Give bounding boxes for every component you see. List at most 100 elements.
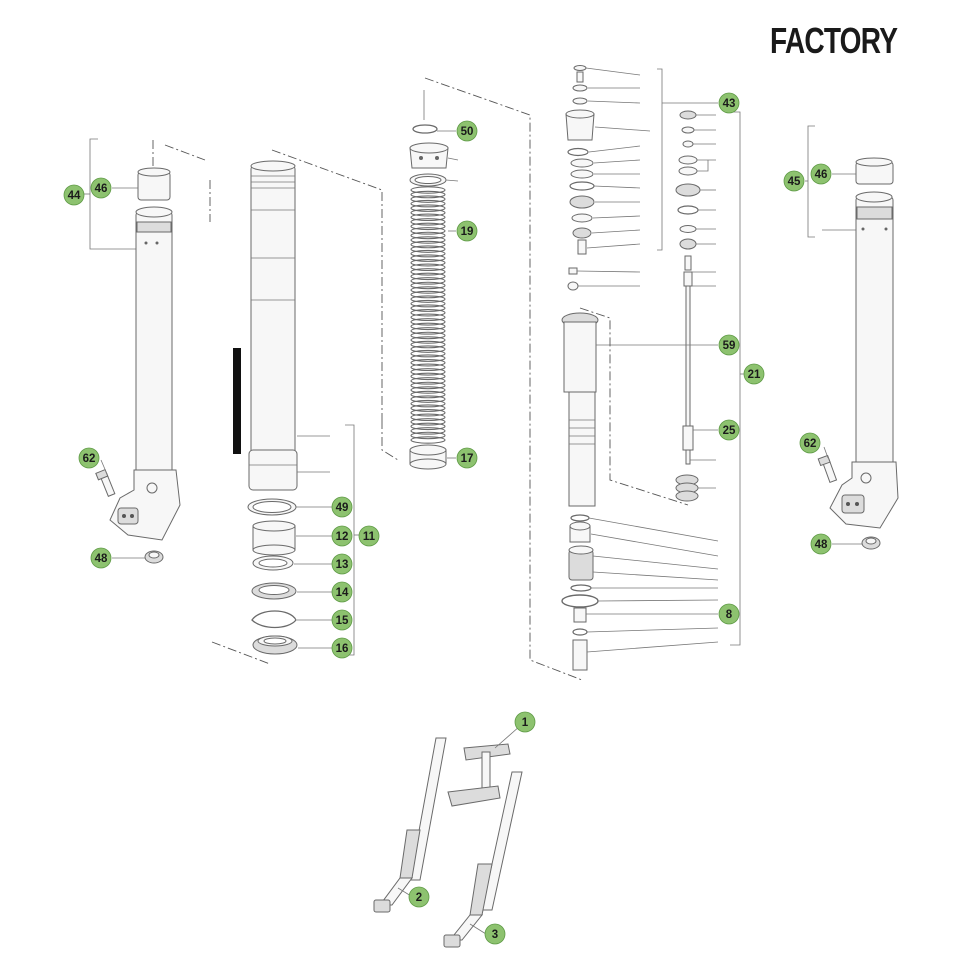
- cartridge-right-leaders: [690, 114, 718, 489]
- callout-label: 25: [723, 425, 736, 437]
- callout-badge: [810, 163, 832, 185]
- callout-label: 16: [336, 643, 349, 655]
- callout-badge: [799, 432, 821, 454]
- bushing-46-right: [855, 157, 894, 185]
- cartridge-group: [561, 65, 744, 671]
- washer-13: [252, 555, 294, 571]
- callout-62-left: 62: [78, 447, 100, 469]
- callout-45: 45: [783, 170, 805, 192]
- leader-3: [469, 923, 487, 935]
- callout-label: 21: [748, 369, 761, 381]
- callout-label: 48: [95, 553, 108, 565]
- bushing-12: [252, 520, 296, 556]
- right-outer-tube-group: [805, 125, 899, 550]
- dashline-spring: [424, 77, 583, 681]
- black-bar: [233, 348, 241, 454]
- seal-14: [251, 582, 297, 600]
- callout-badge: [331, 525, 353, 547]
- callout-12: 12: [331, 525, 353, 547]
- clip-50: [412, 124, 438, 134]
- bolt-62-left: [95, 468, 116, 497]
- callout-43: 43: [718, 92, 740, 114]
- callout-11: 11: [358, 525, 380, 547]
- outer-tube-right: [855, 191, 894, 466]
- callout-badge: [408, 886, 430, 908]
- callout-48-left: 48: [90, 547, 112, 569]
- damper-body-59: [561, 312, 599, 507]
- spring-cap: [409, 142, 449, 169]
- callout-badge: [331, 637, 353, 659]
- callout-badge: [331, 496, 353, 518]
- dust-seal-16: [252, 635, 298, 655]
- bracket-43-left: [657, 68, 663, 251]
- callout-label: 2: [416, 892, 422, 904]
- fork-leg-left: [373, 737, 447, 913]
- callout-1: 1: [514, 711, 536, 733]
- callout-44: 44: [63, 184, 85, 206]
- callout-badge: [514, 711, 536, 733]
- axle-clamp-right: [829, 461, 899, 529]
- spring-group: [409, 77, 583, 681]
- callout-label: 12: [336, 531, 349, 543]
- callout-16: 16: [331, 637, 353, 659]
- washer-17: [409, 444, 447, 470]
- callout-14: 14: [331, 581, 353, 603]
- dashline-inner-top: [271, 149, 399, 461]
- spacer-ring: [409, 173, 447, 187]
- left-outer-tube-group: [80, 138, 211, 564]
- callout-badge: [810, 533, 832, 555]
- callout-21: 21: [743, 363, 765, 385]
- callout-48-right: 48: [810, 533, 832, 555]
- base-valve-parts: [561, 514, 599, 671]
- cartridge-top-parts: [565, 65, 595, 291]
- callout-badge: [331, 609, 353, 631]
- callout-46-right: 46: [810, 163, 832, 185]
- leader-62-left: [100, 459, 108, 475]
- callout-badge: [331, 581, 353, 603]
- inner-tube: [248, 160, 298, 491]
- ring-49: [247, 498, 297, 516]
- leader-1: [494, 725, 521, 749]
- callout-label: 17: [461, 453, 474, 465]
- callout-badge: [783, 170, 805, 192]
- callout-3: 3: [484, 923, 506, 945]
- dashline-left-top: [152, 140, 211, 222]
- base-valve-leaders: [586, 517, 719, 653]
- callout-badge: [78, 447, 100, 469]
- fork-leg-right: [443, 771, 523, 948]
- leader-62-right: [823, 446, 829, 459]
- callout-label: 19: [461, 226, 474, 238]
- callout-badge: [63, 184, 85, 206]
- dashline-inner-bottom: [211, 641, 271, 665]
- callout-badge: [743, 363, 765, 385]
- callout-badge: [718, 603, 740, 625]
- callout-label: 62: [804, 438, 817, 450]
- bolt-62-right: [817, 454, 838, 484]
- callout-label: 50: [461, 126, 474, 138]
- bushing-46-left: [137, 167, 171, 201]
- callout-badge: [456, 120, 478, 142]
- callout-2: 2: [408, 886, 430, 908]
- callout-label: 46: [815, 169, 828, 181]
- outer-tube-left: [135, 206, 173, 475]
- callout-46-left: 46: [90, 177, 112, 199]
- callout-label: 48: [815, 539, 828, 551]
- callout-label: 8: [726, 609, 733, 621]
- fork-overview-group: [373, 725, 523, 948]
- callout-label: 49: [336, 502, 349, 514]
- callout-label: 1: [522, 717, 529, 729]
- callout-label: 15: [336, 615, 349, 627]
- bracket-21: [730, 111, 741, 646]
- callout-label: 59: [723, 340, 736, 352]
- callout-50: 50: [456, 120, 478, 142]
- callout-badge: [718, 419, 740, 441]
- nut-48-left: [144, 550, 164, 564]
- callout-15: 15: [331, 609, 353, 631]
- callout-badge: [456, 447, 478, 469]
- callout-label: 13: [336, 559, 349, 571]
- bracket-45: [807, 125, 815, 238]
- callout-label: 44: [68, 190, 81, 202]
- callout-badge: [358, 525, 380, 547]
